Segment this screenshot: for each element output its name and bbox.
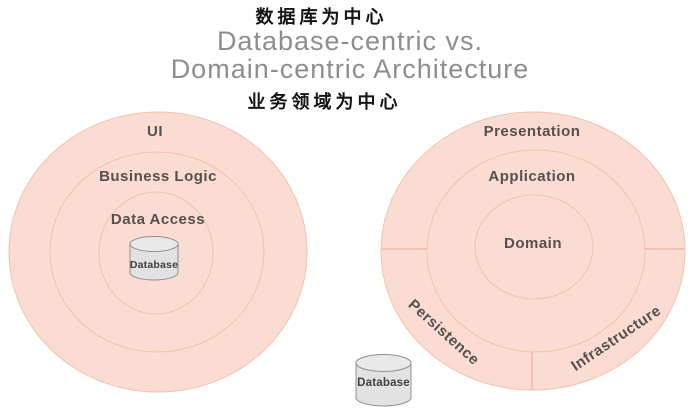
database-cylinder-label: Database [130,259,178,271]
left-middle-ring-circle [49,151,265,353]
database-cylinder-icon: Database [129,236,179,281]
external-database-cylinder-label: Database [357,377,410,389]
subtitle-domain-centric-cn: 业务领域为中心 [247,92,402,112]
title-line-1: Database-centric vs. [216,26,484,56]
title-line-2: Domain-centric Architecture [170,54,530,84]
ring-label-data-access: Data Access [111,211,205,228]
ring-label-business-logic: Business Logic [99,168,217,185]
subtitle-database-centric-cn: 数据库为中心 [255,7,388,27]
page-title: Database-centric vs. Domain-centric Arch… [0,27,693,83]
database-centric-diagram: UI Business Logic Data Access Database [8,111,308,393]
ring-label-application: Application [488,168,575,185]
external-database-cylinder-icon: Database [355,354,412,407]
domain-centric-diagram: Presentation Application Domain Persiste… [380,111,686,391]
right-middle-ring-circle [426,149,646,353]
ring-label-domain: Domain [504,235,562,252]
right-inner-ring-circle [474,194,594,300]
left-inner-ring-circle [98,191,214,315]
ring-label-ui: UI [147,123,163,140]
ring-label-presentation: Presentation [484,123,581,140]
